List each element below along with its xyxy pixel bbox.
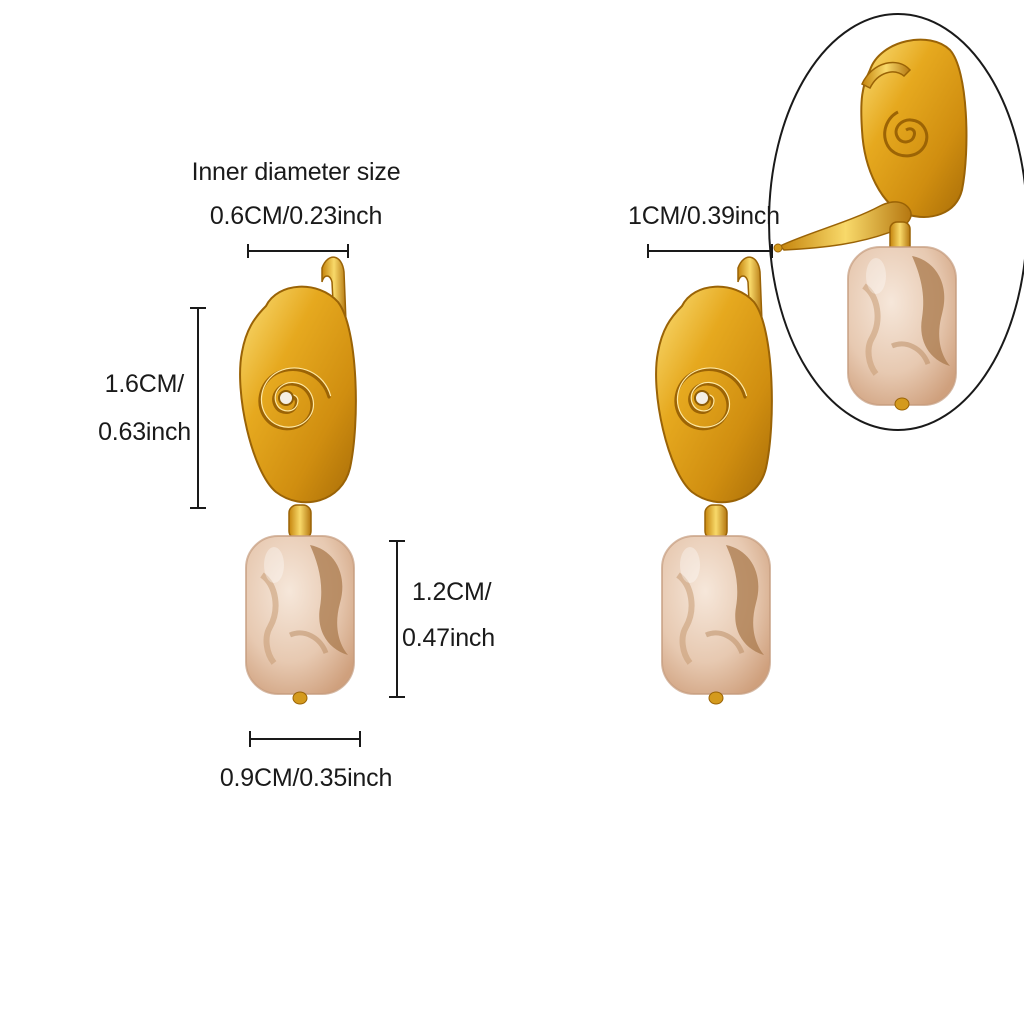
clip-back-icon bbox=[773, 38, 968, 411]
height-inch-label: 0.63inch bbox=[98, 418, 191, 446]
inner-diameter-title: Inner diameter size bbox=[191, 158, 401, 186]
pendant-inch-label: 0.47inch bbox=[402, 624, 495, 652]
clip-width-label: 1CM/0.39inch bbox=[628, 202, 780, 230]
swirl-earring-icon bbox=[656, 257, 772, 704]
width-value-label: 0.9CM/0.35inch bbox=[219, 764, 393, 792]
height-cm-label: 1.6CM/ bbox=[104, 370, 185, 398]
clip-back-inset bbox=[768, 13, 1024, 431]
inner-diameter-value: 0.6CM/0.23inch bbox=[209, 202, 383, 230]
swirl-earring-icon bbox=[240, 257, 356, 704]
dimension-lines bbox=[190, 244, 773, 747]
pendant-cm-label: 1.2CM/ bbox=[412, 578, 492, 606]
